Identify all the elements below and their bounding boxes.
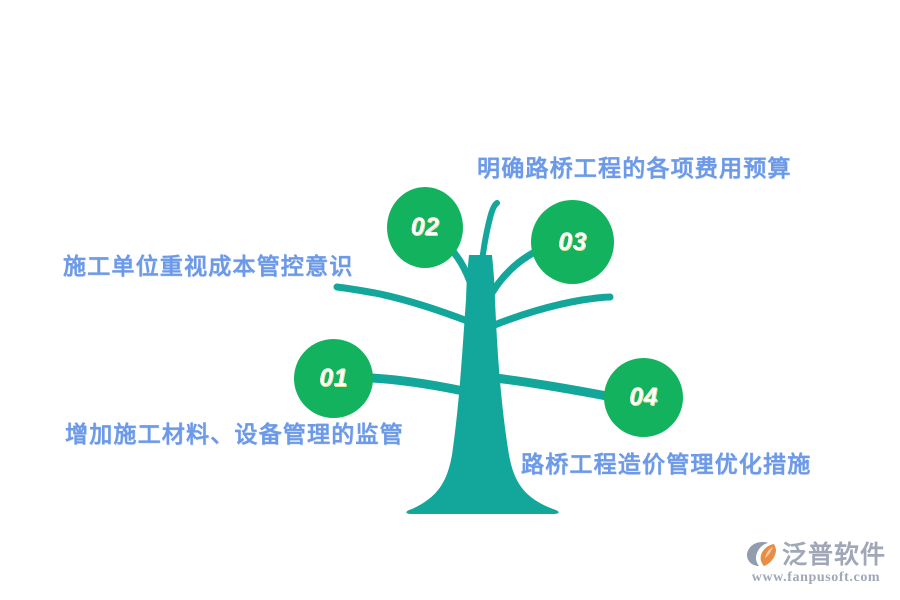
watermark-brand-text: 泛普软件 xyxy=(781,539,886,569)
watermark: 泛普软件 www.fanpusoft.com xyxy=(746,540,886,586)
node-circle-03[interactable]: 03 xyxy=(531,200,614,284)
caption-node-04: 路桥工程造价管理优化措施 xyxy=(521,451,812,477)
node-number-01: 01 xyxy=(319,364,348,392)
node-number-03: 03 xyxy=(558,227,587,256)
node-circle-01[interactable]: 01 xyxy=(294,339,373,418)
caption-node-01: 增加施工材料、设备管理的监管 xyxy=(65,421,404,447)
leaf-circle-logo-icon xyxy=(746,542,776,566)
branch-upper-right-limb-path xyxy=(488,293,614,330)
watermark-brand-row: 泛普软件 xyxy=(746,540,886,568)
node-number-02: 02 xyxy=(410,213,440,241)
branch-to-node-01-path xyxy=(367,373,473,397)
branch-center-path xyxy=(476,200,500,303)
trunk-path xyxy=(406,300,559,514)
node-circle-02[interactable]: 02 xyxy=(387,187,463,268)
node-circle-04[interactable]: 04 xyxy=(604,358,683,437)
caption-node-02: 施工单位重视成本管控意识 xyxy=(63,253,354,279)
branch-to-node-04-path xyxy=(490,373,617,402)
watermark-url-text: www.fanpusoft.com xyxy=(751,570,881,585)
node-number-04: 04 xyxy=(629,383,658,411)
branch-upper-left-limb-path xyxy=(333,283,474,326)
caption-node-03: 明确路桥工程的各项费用预算 xyxy=(477,155,792,181)
